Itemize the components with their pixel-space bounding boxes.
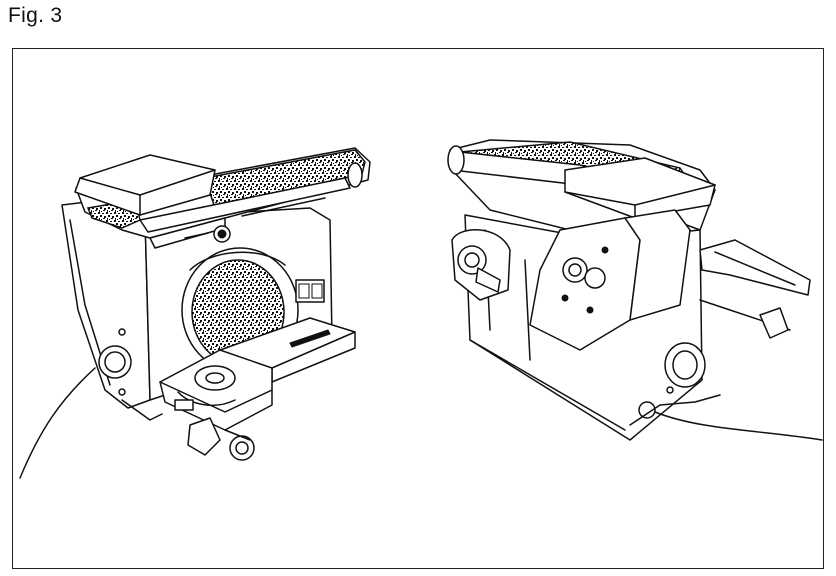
belt-disc-sander-front-view-icon: [10, 100, 390, 480]
belt-disc-sander-rear-view-icon: [430, 130, 825, 450]
figure-label: Fig. 3: [8, 4, 63, 27]
